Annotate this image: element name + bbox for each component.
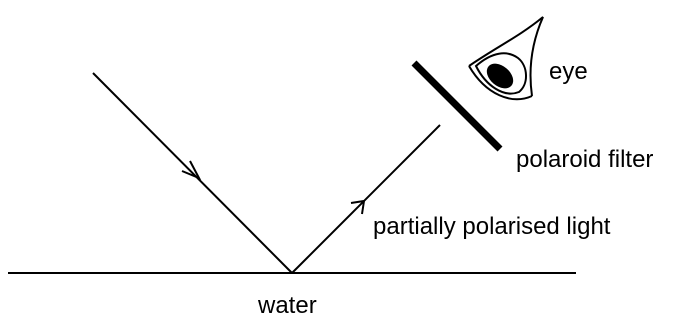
water-label: water bbox=[257, 292, 317, 319]
incident-ray bbox=[92, 72, 293, 274]
eye-icon bbox=[468, 16, 544, 101]
reflected-ray-arrowhead bbox=[350, 199, 366, 215]
reflected-ray bbox=[291, 124, 441, 274]
eye-label: eye bbox=[549, 58, 588, 85]
polaroid-filter bbox=[411, 60, 503, 152]
incident-ray-arrowhead bbox=[181, 160, 202, 180]
polaroid-filter-label: polaroid filter bbox=[516, 146, 653, 173]
partially-polarised-light-label: partially polarised light bbox=[373, 213, 611, 240]
